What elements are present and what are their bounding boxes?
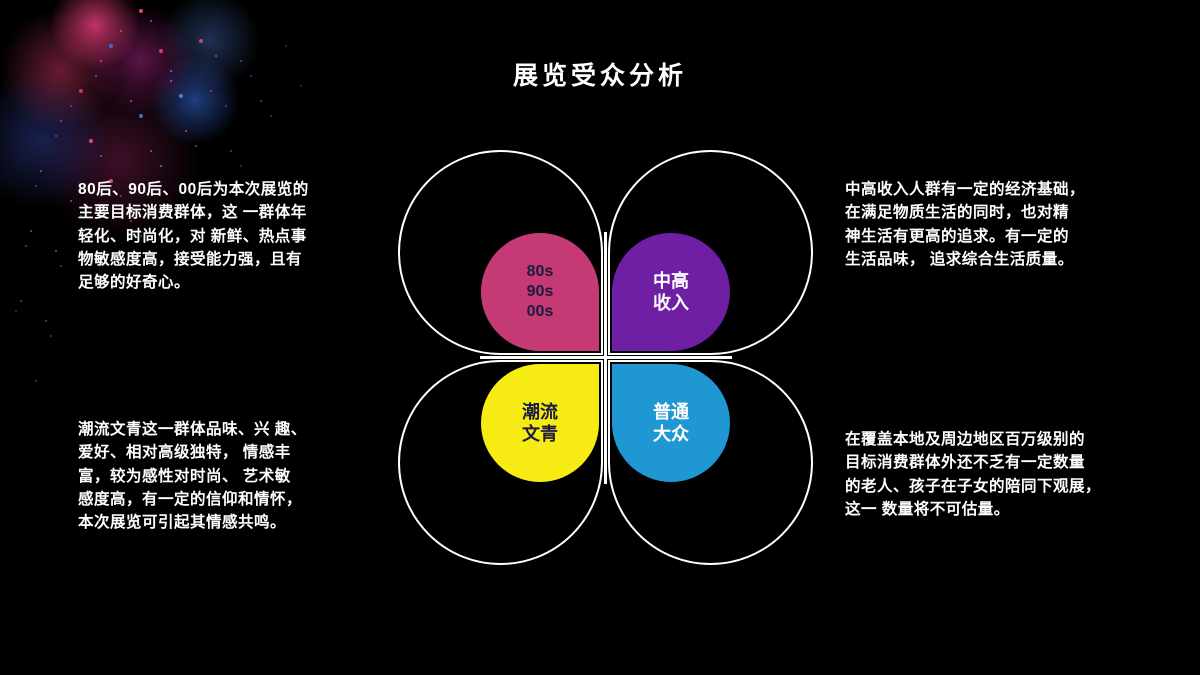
petal-trendy-youth-label: 潮流 文青 [522, 401, 558, 445]
petal-mid-high-income: 中高 收入 [612, 233, 730, 351]
audience-desc-mid-high-income: 中高收入人群有一定的经济基础， 在满足物质生活的同时，也对精 神生活有更高的追求… [845, 181, 1086, 268]
petal-general-public: 普通 大众 [612, 364, 730, 482]
petal-outline-bottom-left [398, 360, 603, 565]
audience-desc-general-public: 在覆盖本地及周边地区百万级别的 目标消费群体外还不乏有一定数量 的老人、孩子在子… [845, 431, 1102, 518]
audience-desc-trendy-youth: 潮流文青这一群体品味、兴 趣、 爱好、相对高级独特， 情感丰 富，较为感性对时尚… [78, 421, 307, 531]
petal-age-groups-label: 80s 90s 00s [526, 263, 554, 320]
petal-outline-bottom-right [608, 360, 813, 565]
slide-title: 展览受众分析 [512, 62, 687, 90]
cross-divider-vertical [604, 232, 607, 484]
petal-outline-top-right [608, 150, 813, 355]
petal-trendy-youth: 潮流 文青 [481, 364, 599, 482]
audience-desc-age-groups: 80后、90后、00后为本次展览的 主要目标消费群体，这 一群体年 轻化、时尚化… [78, 181, 309, 291]
petal-outline-top-left [398, 150, 603, 355]
petal-mid-high-income-label: 中高 收入 [653, 270, 689, 314]
petal-age-groups: 80s 90s 00s [481, 233, 599, 351]
petal-general-public-label: 普通 大众 [653, 401, 689, 445]
four-petal-diagram: 80s 90s 00s 中高 收入 潮流 文青 普通 大众 [398, 150, 813, 565]
